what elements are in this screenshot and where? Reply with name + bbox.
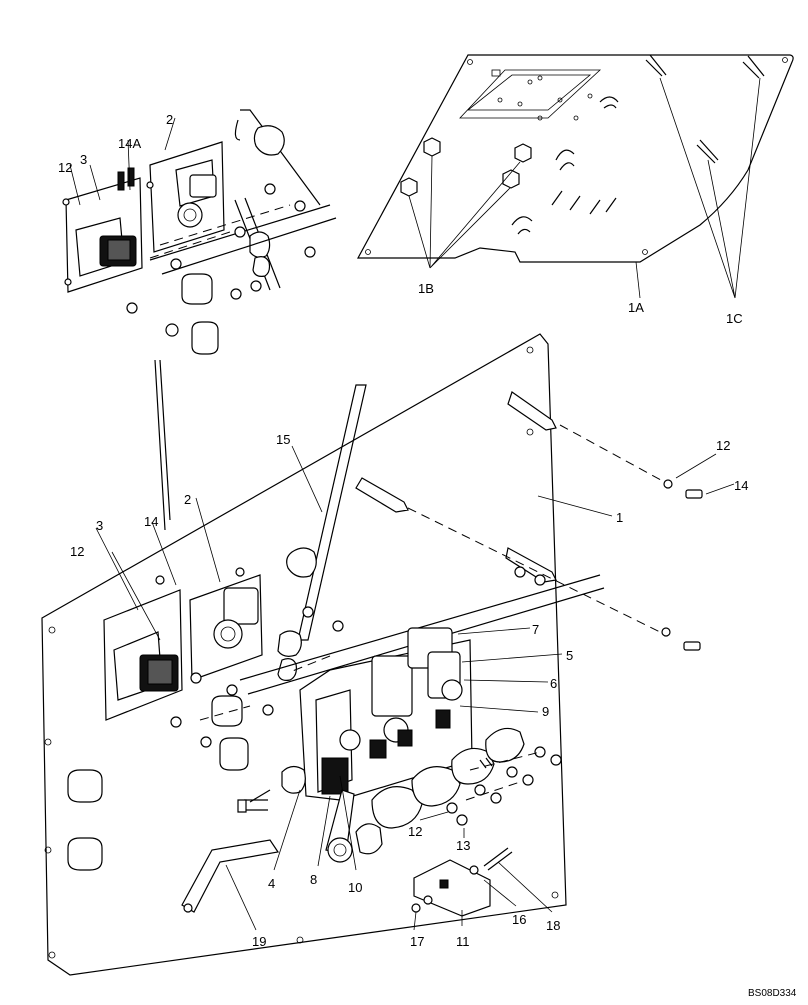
drawing-reference: BS08D334 — [748, 988, 797, 999]
callout-18: 18 — [546, 918, 560, 933]
callout-19: 19 — [252, 934, 266, 949]
callout-12-right: 12 — [716, 438, 730, 453]
callout-3-top: 3 — [80, 152, 87, 167]
callout-14-left: 14 — [144, 514, 158, 529]
switch-subassembly-detail — [62, 109, 337, 355]
callout-15: 15 — [276, 432, 290, 447]
callout-12-left: 12 — [70, 544, 84, 559]
callout-1B: 1B — [418, 281, 434, 296]
callout-16: 16 — [512, 912, 526, 927]
callout-12-bottom: 12 — [408, 824, 422, 839]
callout-9: 9 — [542, 704, 549, 719]
cover-plate-1A — [356, 54, 794, 299]
callout-11: 11 — [456, 934, 470, 949]
callout-4: 4 — [268, 876, 275, 891]
callout-1: 1 — [616, 510, 623, 525]
callout-14-right: 14 — [734, 478, 748, 493]
callout-13: 13 — [456, 838, 470, 853]
callout-2-top: 2 — [166, 112, 173, 127]
callout-17: 17 — [410, 934, 424, 949]
callout-1A: 1A — [628, 300, 644, 315]
callout-2: 2 — [184, 492, 191, 507]
callout-labels: 1A 1B 1C 2 3 12 14A 1 15 2 3 14 12 12 14… — [58, 112, 797, 999]
callout-7: 7 — [532, 622, 539, 637]
callout-3: 3 — [96, 518, 103, 533]
callout-5: 5 — [566, 648, 573, 663]
callout-8: 8 — [310, 872, 317, 887]
callout-14A: 14A — [118, 136, 141, 151]
callout-10: 10 — [348, 880, 362, 895]
callout-6: 6 — [550, 676, 557, 691]
callout-1C: 1C — [726, 311, 743, 326]
main-panel-1 — [41, 333, 735, 976]
callout-12-top: 12 — [58, 160, 72, 175]
